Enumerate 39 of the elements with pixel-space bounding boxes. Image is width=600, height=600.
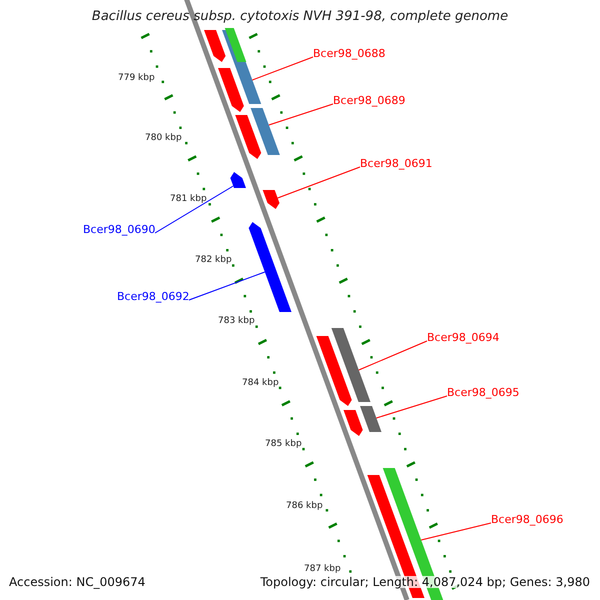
scale-label: 787 kbp	[304, 565, 341, 574]
footer-text: Accession: NC_009674	[9, 576, 146, 588]
scale-label: 784 kbp	[242, 379, 279, 388]
leader-line	[420, 522, 492, 540]
scale-label: 779 kbp	[118, 74, 155, 83]
scale-label: 780 kbp	[145, 134, 182, 143]
leader-line	[268, 104, 334, 126]
leader-line	[154, 186, 234, 234]
leader-line	[188, 272, 266, 300]
gene-block	[331, 328, 370, 402]
gene-block	[235, 115, 262, 159]
leader-line	[277, 166, 360, 198]
gene-block	[316, 336, 352, 406]
scale-label: 783 kbp	[218, 317, 255, 326]
gene-label: Bcer98_0692	[117, 291, 190, 302]
scale-label: 785 kbp	[265, 440, 302, 449]
leader-line	[252, 56, 314, 80]
gene-block	[367, 475, 424, 598]
gene-label: Bcer98_0695	[447, 387, 520, 398]
gene-label: Bcer98_0691	[360, 158, 432, 169]
gene-block	[204, 30, 226, 62]
leader-line	[376, 396, 448, 418]
gene-label: Bcer98_0694	[427, 332, 500, 343]
scale-label: 786 kbp	[286, 502, 323, 511]
gene-block	[218, 68, 244, 112]
gene-block	[262, 190, 280, 209]
gene-block	[250, 108, 280, 155]
gene-label: Bcer98_0696	[491, 514, 564, 525]
gene-block	[230, 172, 246, 188]
gene-block	[360, 406, 382, 432]
gene-label: Bcer98_0690	[83, 224, 156, 235]
map-title: Bacillus cereus subsp. cytotoxis NVH 391-98, complete genome	[90, 10, 510, 23]
gene-label: Bcer98_0689	[333, 95, 406, 106]
gene-label: Bcer98_0688	[313, 48, 386, 59]
gene-block	[344, 410, 363, 436]
footer-text: Topology: circular; Length: 4,087,024 bp; Genes: 3,980	[260, 576, 590, 588]
gene-block	[248, 222, 292, 312]
scale-label: 782 kbp	[195, 256, 232, 265]
scale-label: 781 kbp	[170, 195, 207, 204]
